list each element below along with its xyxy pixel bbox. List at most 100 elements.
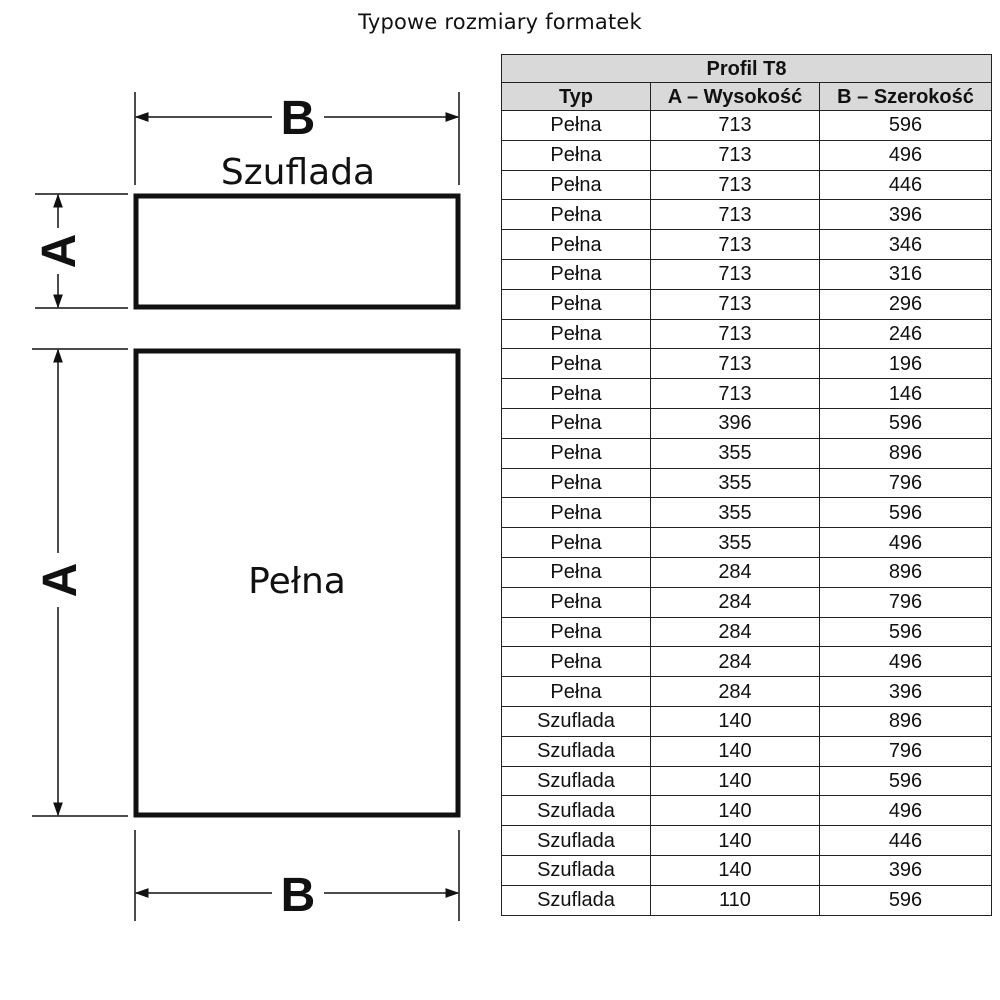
cell-width: 496 xyxy=(818,795,993,827)
cell-height: 713 xyxy=(650,378,820,409)
cell-height: 140 xyxy=(650,795,820,827)
cell-width: 496 xyxy=(818,139,993,171)
cell-width: 896 xyxy=(818,437,993,469)
table-caption-row: Profil T8 xyxy=(500,54,993,83)
cell-height: 396 xyxy=(650,407,820,439)
cell-type: Pełna xyxy=(501,348,651,380)
cell-height: 355 xyxy=(650,527,820,558)
cell-height: 140 xyxy=(650,765,820,797)
cell-width: 596 xyxy=(818,884,993,916)
cell-type: Pełna xyxy=(501,229,651,260)
cell-type: Pełna xyxy=(501,586,651,618)
drawer-label: Szuflada xyxy=(221,152,375,193)
cell-type: Pełna xyxy=(501,199,651,231)
cell-width: 596 xyxy=(818,497,993,529)
cell-height: 355 xyxy=(650,497,820,529)
cell-type: Pełna xyxy=(501,527,651,558)
cell-width: 316 xyxy=(818,258,993,290)
cell-type: Szuflada xyxy=(501,735,651,767)
cell-width: 796 xyxy=(818,467,993,499)
page-title: Typowe rozmiary formatek xyxy=(358,10,642,34)
cell-type: Szuflada xyxy=(501,884,651,916)
cell-height: 110 xyxy=(650,884,820,916)
cell-height: 713 xyxy=(650,199,820,231)
cell-width: 496 xyxy=(818,527,993,558)
cell-width: 446 xyxy=(818,169,993,201)
column-header-height: A – Wysokość xyxy=(650,82,820,111)
bottom-width-dimension: B xyxy=(134,830,460,922)
full-height-dimension: A xyxy=(32,348,128,817)
full-panel xyxy=(133,348,461,818)
cell-height: 284 xyxy=(650,556,820,588)
dimension-b-label: B xyxy=(281,869,316,922)
dimension-b-label: B xyxy=(281,92,316,145)
cell-height: 284 xyxy=(650,616,820,648)
cell-width: 446 xyxy=(818,825,993,856)
cell-width: 296 xyxy=(818,288,993,320)
cell-width: 596 xyxy=(818,407,993,439)
cell-type: Szuflada xyxy=(501,825,651,856)
cell-height: 284 xyxy=(650,676,820,707)
cell-type: Pełna xyxy=(501,467,651,499)
cell-height: 284 xyxy=(650,586,820,618)
sizes-table: Profil T8 Typ A – Wysokość B – Szerokość… xyxy=(500,54,993,916)
cell-height: 713 xyxy=(650,258,820,290)
cell-width: 396 xyxy=(818,676,993,707)
dimension-diagram: B Szuflada A Pełna A B xyxy=(32,92,461,922)
cell-type: Pełna xyxy=(501,437,651,469)
full-panel-label: Pełna xyxy=(248,561,346,602)
cell-width: 796 xyxy=(818,735,993,767)
cell-height: 355 xyxy=(650,467,820,499)
drawer-panel xyxy=(133,193,461,310)
cell-width: 146 xyxy=(818,378,993,409)
cell-type: Pełna xyxy=(501,616,651,648)
column-header-type: Typ xyxy=(501,82,651,111)
cell-width: 396 xyxy=(818,854,993,886)
cell-type: Szuflada xyxy=(501,854,651,886)
cell-type: Pełna xyxy=(501,288,651,320)
cell-width: 796 xyxy=(818,586,993,618)
cell-height: 140 xyxy=(650,735,820,767)
cell-width: 596 xyxy=(818,616,993,648)
cell-height: 713 xyxy=(650,139,820,171)
cell-type: Pełna xyxy=(501,169,651,201)
cell-width: 196 xyxy=(818,348,993,380)
cell-type: Szuflada xyxy=(501,765,651,797)
cell-height: 140 xyxy=(650,854,820,886)
cell-height: 713 xyxy=(650,169,820,201)
table-header-row: Typ A – Wysokość B – Szerokość xyxy=(501,82,993,111)
cell-height: 713 xyxy=(650,318,820,350)
cell-width: 496 xyxy=(818,646,993,678)
cell-height: 284 xyxy=(650,646,820,678)
cell-width: 596 xyxy=(818,765,993,797)
cell-width: 396 xyxy=(818,199,993,231)
cell-type: Pełna xyxy=(501,646,651,678)
cell-type: Pełna xyxy=(501,139,651,171)
cell-height: 713 xyxy=(650,229,820,260)
column-header-width: B – Szerokość xyxy=(818,82,993,111)
cell-height: 140 xyxy=(650,825,820,856)
cell-type: Pełna xyxy=(501,497,651,529)
